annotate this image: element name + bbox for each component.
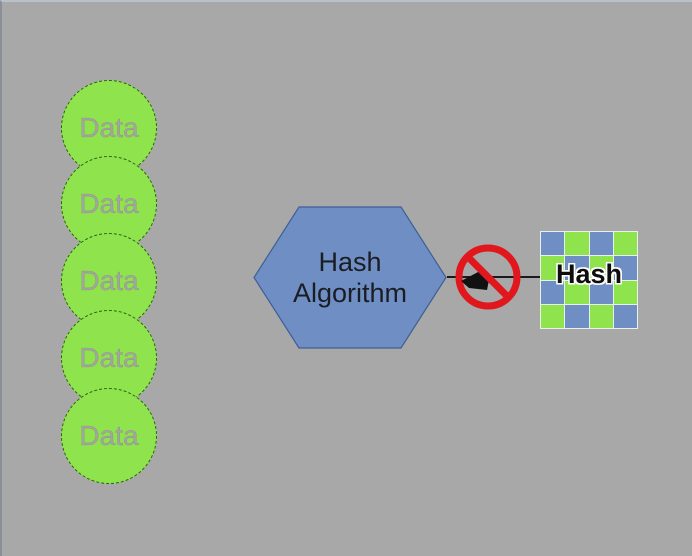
data-label: Data [79, 112, 139, 143]
grid-cell [613, 232, 637, 256]
data-label: Data [79, 342, 139, 373]
grid-cell [589, 280, 613, 304]
hash-algorithm-line1: Hash [318, 246, 382, 277]
grid-cell [613, 304, 637, 328]
grid-cell [541, 232, 565, 256]
hash-output-grid [540, 231, 638, 329]
grid-cell [541, 280, 565, 304]
grid-cell [565, 232, 589, 256]
grid-cell [541, 304, 565, 328]
hash-algorithm-label: Hash Algorithm [253, 206, 447, 349]
grid-cell [565, 280, 589, 304]
data-label: Data [79, 420, 139, 451]
grid-cell [613, 280, 637, 304]
grid-cell [589, 304, 613, 328]
grid-cell [613, 256, 637, 280]
data-circle: Data [61, 388, 157, 484]
grid-cell [541, 256, 565, 280]
data-label: Data [79, 265, 139, 296]
hash-algorithm-hexagon: Hash Algorithm [253, 206, 447, 349]
grid-cell [589, 256, 613, 280]
grid-cell [589, 232, 613, 256]
data-label: Data [79, 188, 139, 219]
hash-algorithm-line2: Algorithm [292, 277, 408, 308]
connector-line [447, 276, 547, 278]
hash-output-label: Hash [555, 259, 623, 289]
grid-cell [565, 256, 589, 280]
grid-cell [565, 304, 589, 328]
no-entry-icon [455, 244, 521, 310]
hexagon-shape [253, 206, 447, 349]
